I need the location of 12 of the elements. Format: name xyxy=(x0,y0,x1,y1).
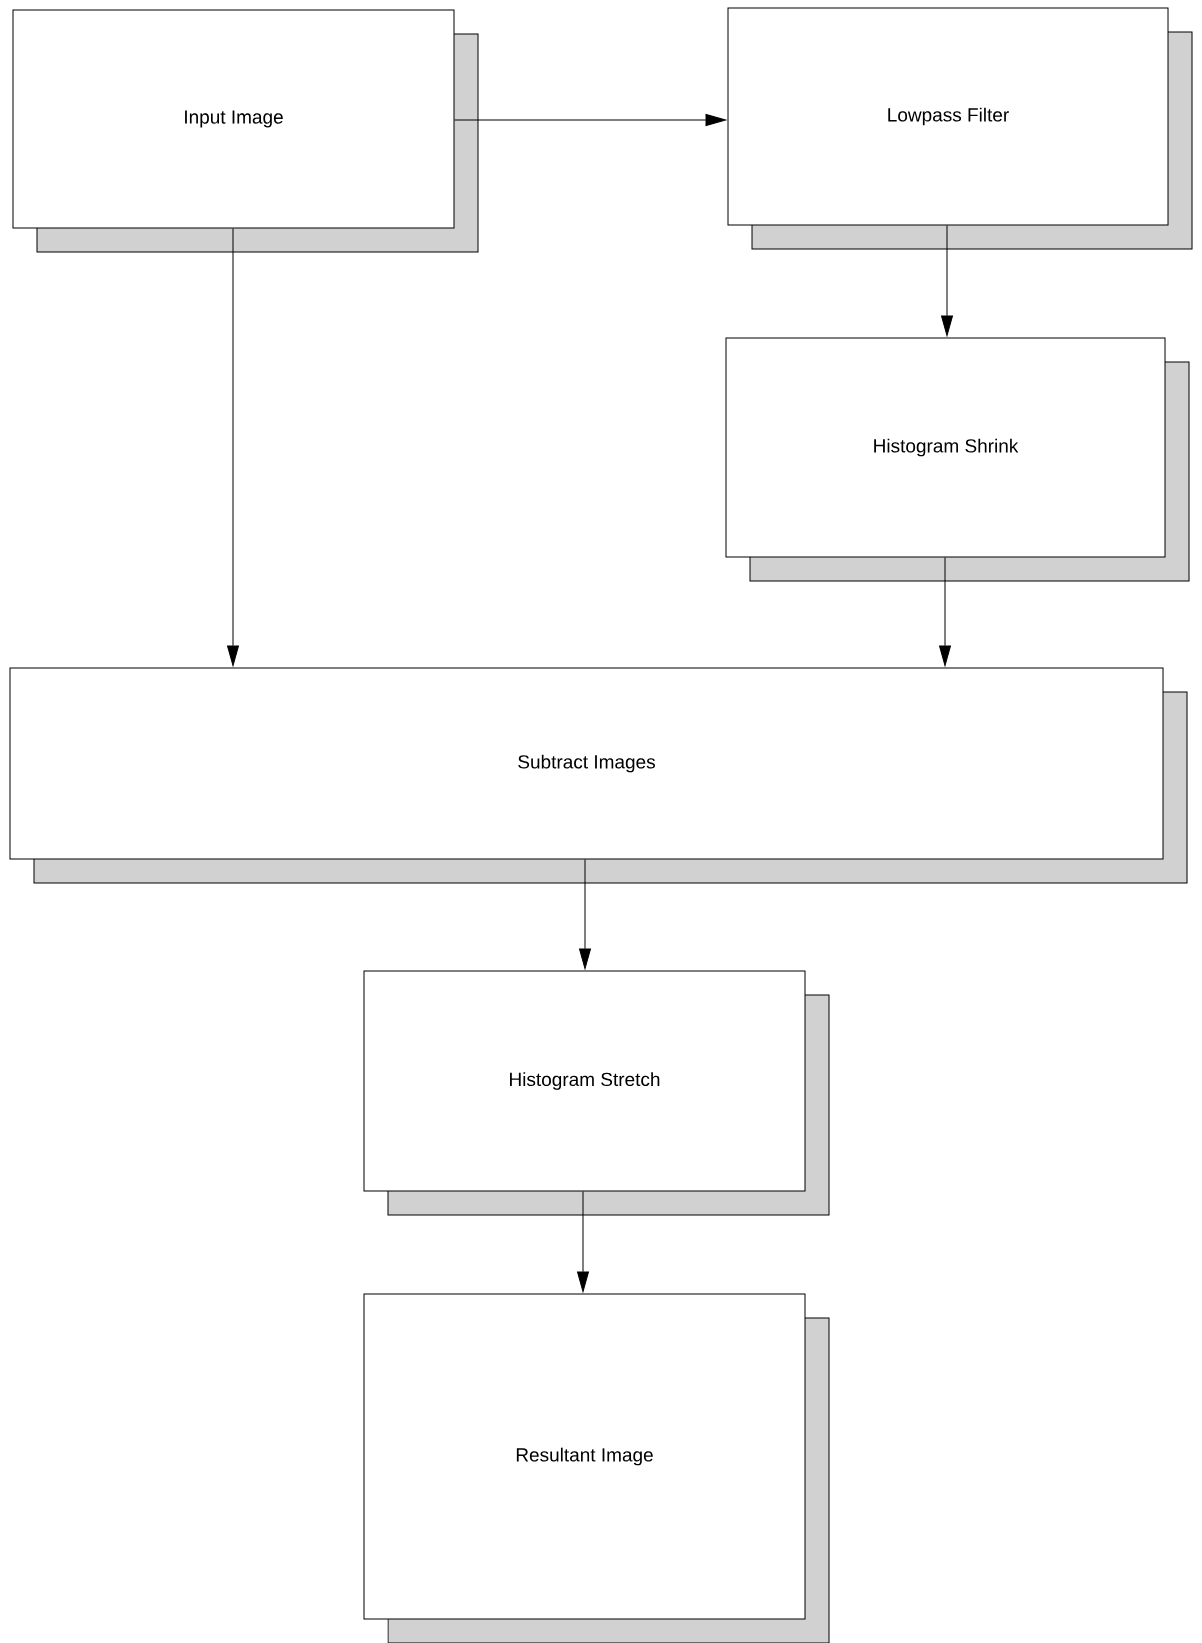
process-box: Lowpass Filter xyxy=(727,7,1193,250)
arrow xyxy=(941,225,953,337)
process-box: Histogram Stretch xyxy=(363,970,830,1216)
process-box: Resultant Image xyxy=(363,1293,830,1643)
process-box: Input Image xyxy=(12,9,479,253)
arrow xyxy=(939,557,951,667)
arrow xyxy=(227,228,239,667)
process-box: Histogram Shrink xyxy=(725,337,1190,582)
process-box: Subtract Images xyxy=(9,667,1188,884)
arrow xyxy=(579,859,591,970)
arrow xyxy=(577,1191,589,1293)
arrow xyxy=(454,114,727,126)
